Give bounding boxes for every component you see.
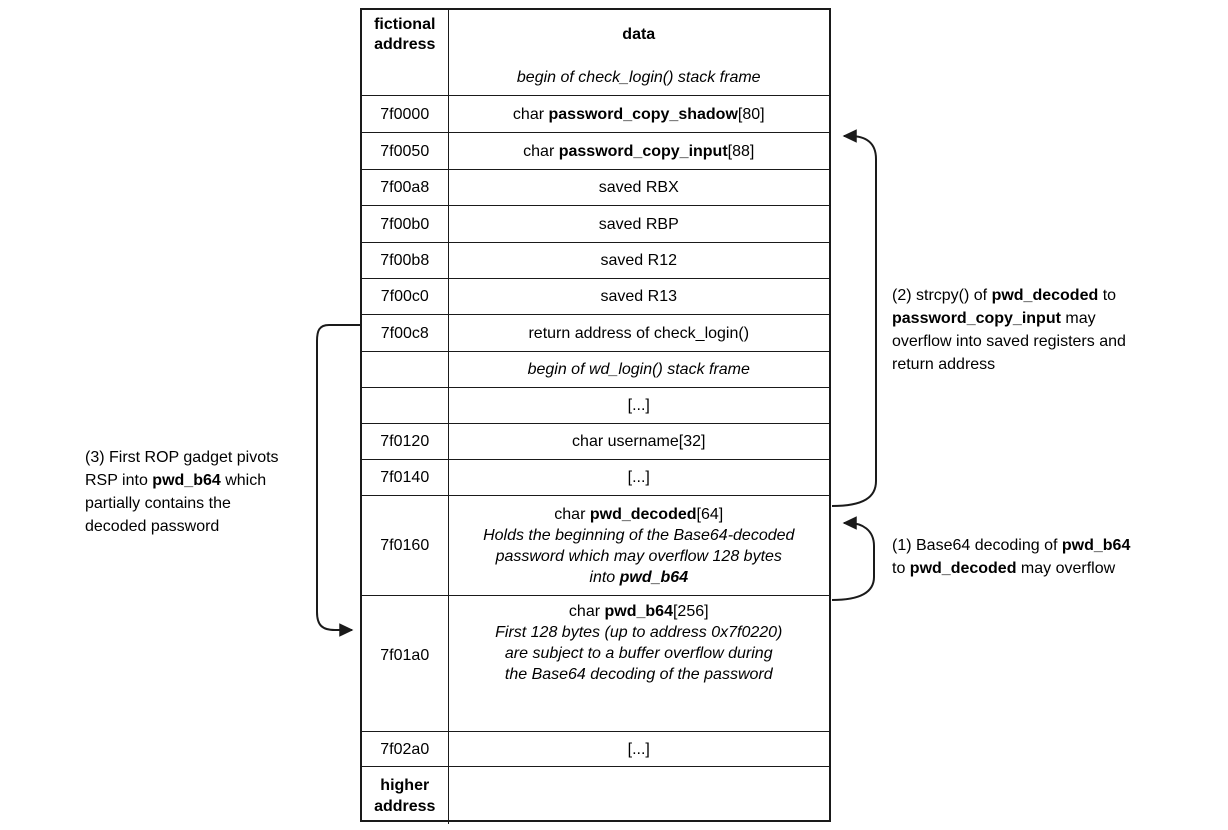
table-row-begin-check-login-frame: begin of check_login() stack frame	[362, 59, 829, 95]
table-row-saved-rbx: 7f00a8 saved RBX	[362, 169, 829, 205]
data-cell-ellipsis-3: [...]	[627, 740, 650, 758]
data-cell-begin-check-login-frame: begin of check_login() stack frame	[516, 68, 761, 86]
header-address-cell: fictional address	[362, 10, 449, 59]
table-row-ellipsis-1: [...]	[362, 387, 829, 423]
table-row-saved-r13: 7f00c0 saved R13	[362, 278, 829, 314]
address-cell-saved-r12: 7f00b8	[362, 243, 449, 278]
table-row-username: 7f0120 char username[32]	[362, 423, 829, 459]
data-cell-ellipsis-1: [...]	[627, 397, 650, 414]
stack-memory-table: fictional address data begin of check_lo…	[360, 8, 831, 824]
table-row-ellipsis-3: 7f02a0 [...]	[362, 731, 829, 766]
data-cell-ellipsis-2: [...]	[627, 469, 650, 486]
table-row-higher-address: higher address	[362, 766, 829, 824]
arrow-strcpy-overflow	[831, 129, 877, 507]
table-row-return-address: 7f00c8 return address of check_login()	[362, 314, 829, 351]
table-row-pwd-decoded: 7f0160 char pwd_decoded[64]Holds the begi…	[362, 495, 829, 595]
data-cell-password-copy-input: char password_copy_input[88]	[523, 142, 755, 160]
address-cell-ellipsis-3: 7f02a0	[362, 732, 449, 766]
address-cell-username: 7f0120	[362, 424, 449, 459]
data-cell-begin-wd-login-frame: begin of wd_login() stack frame	[527, 361, 750, 378]
address-cell-begin-wd-login-frame	[362, 352, 449, 387]
data-cell-password-copy-shadow: char password_copy_shadow[80]	[512, 105, 765, 123]
address-cell-password-copy-input: 7f0050	[362, 133, 449, 169]
arrow-rop-pivot	[316, 324, 360, 637]
table-row-password-copy-shadow: 7f0000 char password_copy_shadow[80]	[362, 95, 829, 132]
table-row-saved-r12: 7f00b8 saved R12	[362, 242, 829, 278]
address-cell-pwd-b64: 7f01a0	[362, 596, 449, 731]
data-cell-saved-rbp: saved RBP	[598, 215, 679, 233]
data-cell-return-address: return address of check_login()	[528, 324, 750, 342]
address-cell-saved-rbx: 7f00a8	[362, 170, 449, 205]
address-cell-saved-rbp: 7f00b0	[362, 206, 449, 242]
address-cell-saved-r13: 7f00c0	[362, 279, 449, 314]
table-row-saved-rbp: 7f00b0 saved RBP	[362, 205, 829, 242]
address-cell-ellipsis-2: 7f0140	[362, 460, 449, 495]
table-row-ellipsis-2: 7f0140 [...]	[362, 459, 829, 495]
address-cell-pwd-decoded: 7f0160	[362, 496, 449, 595]
table-row-pwd-b64: 7f01a0 char pwd_b64[256]First 128 bytes (…	[362, 595, 829, 731]
address-cell-return-address: 7f00c8	[362, 315, 449, 351]
address-cell-password-copy-shadow: 7f0000	[362, 96, 449, 132]
address-cell-ellipsis-1	[362, 388, 449, 423]
data-cell-saved-rbx: saved RBX	[598, 179, 679, 196]
data-cell-pwd-b64: char pwd_b64[256]First 128 bytes (up to …	[495, 603, 783, 683]
address-cell-higher-address: higher address	[362, 767, 449, 824]
header-data-cell: data	[622, 25, 656, 43]
data-cell-username: char username[32]	[572, 433, 706, 450]
data-cell-higher-address	[449, 767, 830, 824]
address-cell-begin-check-login-frame	[362, 59, 449, 95]
table-row-password-copy-input: 7f0050 char password_copy_input[88]	[362, 132, 829, 169]
table-header-row: fictional address data	[362, 10, 829, 59]
data-cell-pwd-decoded: char pwd_decoded[64]Holds the beginning …	[483, 505, 795, 586]
table-row-begin-wd-login-frame: begin of wd_login() stack frame	[362, 351, 829, 387]
arrow-base64-overflow	[831, 516, 875, 601]
data-cell-saved-r13: saved R13	[600, 288, 678, 305]
data-cell-saved-r12: saved R12	[600, 252, 678, 269]
